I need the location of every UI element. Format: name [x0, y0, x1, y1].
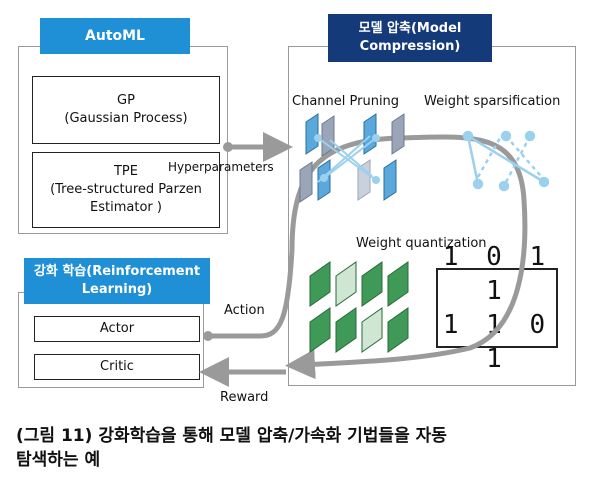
critic-box: Critic	[34, 354, 200, 380]
quant-tile	[361, 307, 383, 353]
quant-tile	[387, 307, 409, 353]
quant-tile	[361, 261, 383, 307]
weight-quantization-figure	[309, 261, 409, 353]
hyperparameters-label: Hyperparameters	[168, 160, 274, 174]
automl-title: AutoML	[40, 18, 190, 54]
weight-quantization-label: Weight quantization	[356, 236, 487, 251]
quant-tile	[309, 307, 331, 353]
actor-box: Actor	[34, 316, 200, 342]
pruning-tile	[321, 115, 335, 157]
channel-pruning-figure	[299, 113, 405, 203]
quant-tile	[387, 261, 409, 307]
quant-tile	[335, 307, 357, 353]
channel-pruning-label: Channel Pruning	[292, 94, 400, 109]
figure-caption: (그림 11) 강화학습을 통해 모델 압축/가속화 기법들을 자동 탐색하는 …	[16, 426, 447, 470]
tpe-box: TPE (Tree-structured Parzen Estimator )	[32, 152, 220, 228]
compression-title: 모델 압축(Model Compression)	[328, 14, 492, 62]
hyperparameters-arrow	[223, 132, 293, 162]
weight-sparsification-figure	[462, 130, 550, 192]
action-arrow	[203, 249, 295, 341]
action-label: Action	[224, 303, 265, 318]
reward-label: Reward	[220, 390, 269, 405]
quant-tile	[309, 261, 331, 307]
pruning-tile	[383, 159, 397, 201]
pruning-tile	[305, 113, 319, 155]
weight-sparsification-label: Weight sparsification	[424, 94, 561, 109]
pruning-tile	[299, 161, 313, 203]
pruning-tile	[391, 113, 405, 155]
rl-title: 강화 학습(Reinforcement Learning)	[24, 258, 210, 304]
quant-tile	[335, 261, 357, 307]
pruning-tile	[363, 113, 377, 155]
gp-box: GP (Gaussian Process)	[32, 76, 220, 144]
